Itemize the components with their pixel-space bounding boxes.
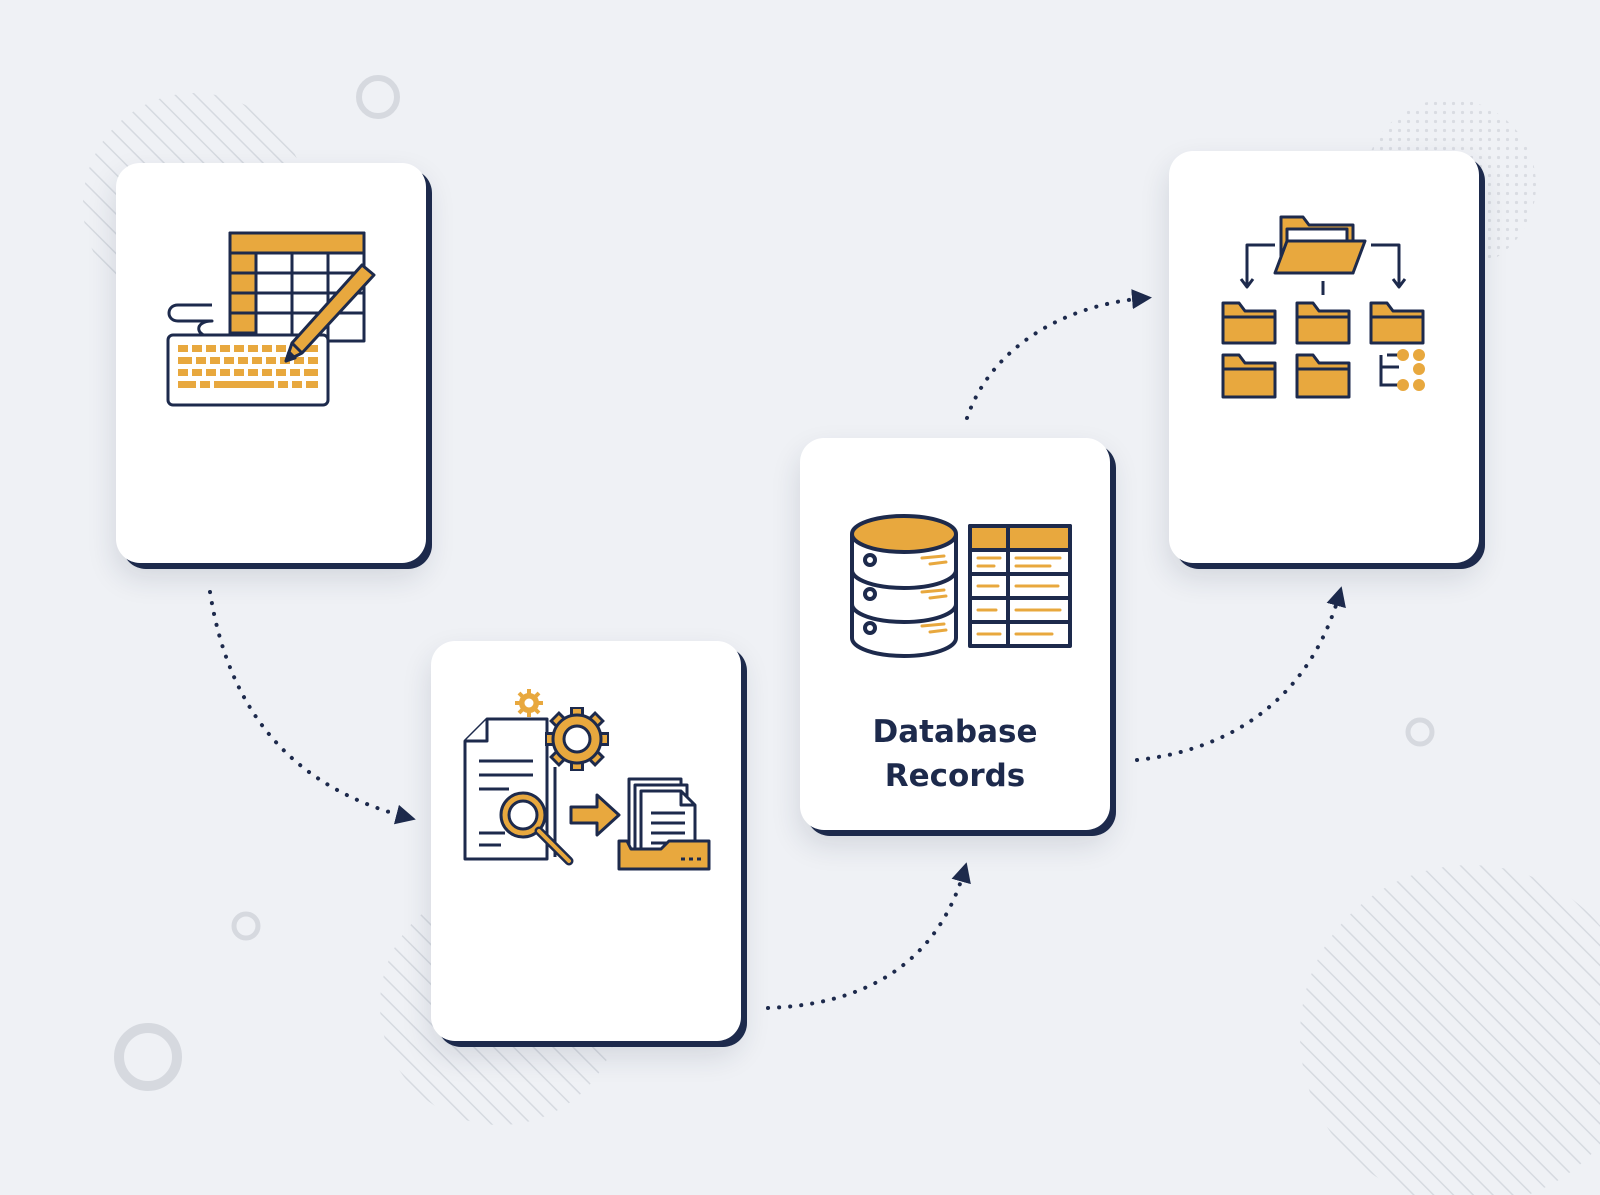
ring-decoration <box>231 911 261 941</box>
ring-decoration <box>114 1023 182 1091</box>
folder-hierarchy-icon <box>1221 215 1425 399</box>
ring-decoration <box>356 75 400 119</box>
step-card-database: Database Records <box>800 438 1110 830</box>
connector-arrow-3 <box>965 289 1152 420</box>
step-card-file-organization <box>1169 151 1479 563</box>
hatched-blob <box>1300 865 1600 1195</box>
step-label-database-records: Database Records <box>872 714 1038 794</box>
step-card-document-processing <box>431 641 741 1041</box>
ring-decoration <box>1405 717 1435 747</box>
connector-arrow-4 <box>1135 586 1346 762</box>
connector-arrow-1 <box>208 590 416 825</box>
connector-arrow-2 <box>766 862 971 1010</box>
document-search-gear-icon <box>463 689 711 871</box>
database-table-icon <box>850 514 1072 658</box>
step-card-data-entry <box>116 163 426 563</box>
spreadsheet-keyboard-pencil-icon <box>166 231 376 407</box>
